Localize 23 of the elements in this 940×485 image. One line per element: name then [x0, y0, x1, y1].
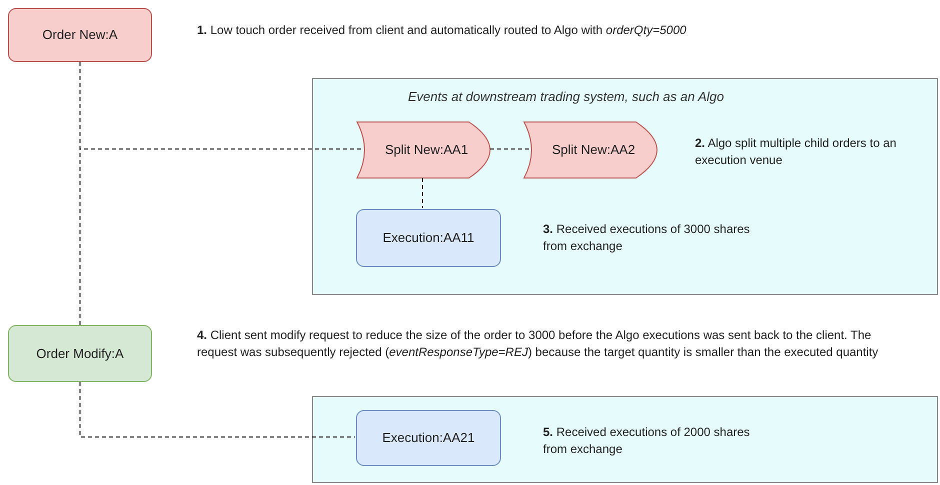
system-panel [312, 78, 938, 295]
step-note: 1. Low touch order received from client and automatically routed to Algo with orderQty=5000 [197, 22, 688, 39]
connector-line [422, 178, 423, 208]
node-label: Execution:AA21 [382, 429, 475, 448]
event-box [8, 325, 152, 382]
event-box [356, 209, 501, 267]
node-label: Execution:AA11 [382, 229, 474, 248]
step-note: 2. Algo split multiple child orders to an execution venue [695, 135, 898, 169]
event-box [8, 8, 152, 62]
system-panel [312, 396, 938, 483]
node-label: Order New:A [42, 26, 118, 44]
order-tag-shape [523, 121, 658, 179]
node-label: Split New:AA2 [552, 141, 636, 160]
step-note: 3. Received executions of 3000 shares from exchange [543, 221, 751, 255]
connector-line [490, 148, 530, 150]
node-label: Order Modify:A [36, 344, 124, 363]
order-tag-shape [356, 121, 491, 179]
event-box [356, 410, 501, 466]
panel-title: Events at downstream trading system, such as an Algo [408, 88, 724, 106]
connector-line [80, 382, 356, 438]
node-label: Split New:AA1 [384, 141, 468, 160]
step-note: 5. Received executions of 2000 shares from exchange [543, 424, 751, 458]
step-note: 4. Client sent modify request to reduce the size of the order to 3000 before the Algo executions was sent back to the client. The request was subsequently rejected (eventResponseType=REJ) because the target quantity is smaller than the executed quantity [197, 327, 880, 361]
